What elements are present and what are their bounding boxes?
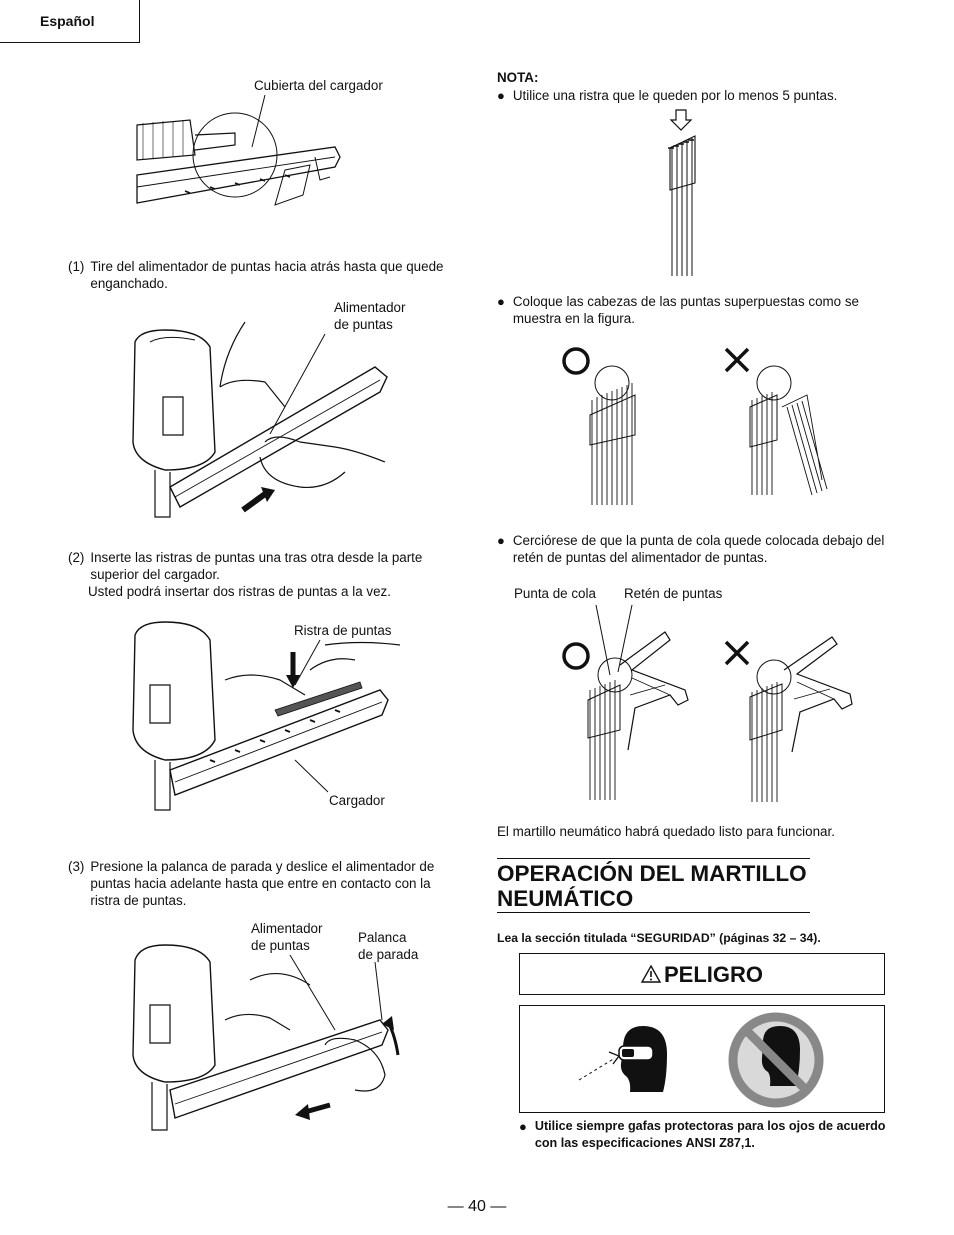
fig3-label-magazine: Cargador	[329, 793, 385, 808]
bullet-3-text: Cerciórese de que la punta de cola quede…	[512, 533, 885, 565]
read-section-note: Lea la sección titulada “SEGURIDAD” (pág…	[497, 931, 821, 945]
fig2-label-line2: de puntas	[334, 317, 393, 332]
safety-pictogram-box	[519, 1005, 885, 1113]
language-tab: Español	[0, 0, 140, 43]
correct-circle-o-icon	[564, 349, 588, 373]
fig3-nailer-insert-strip-illustration	[130, 620, 400, 820]
fig4-nailer-slide-feeder-illustration	[130, 940, 410, 1140]
wrong-retainer-illustration	[722, 632, 857, 802]
step-3: (3) Presione la palanca de parada y desl…	[68, 858, 458, 909]
step-2-extra: Usted podrá insertar dos ristras de punt…	[88, 584, 391, 599]
fig4-label-feeder-line2: de puntas	[251, 938, 310, 953]
danger-label: PELIGRO	[663, 961, 763, 987]
correct-retainer-illustration	[560, 600, 695, 800]
safety-glasses-required-icon	[575, 1026, 667, 1092]
danger-box: PELIGRO	[519, 953, 885, 995]
step-3-number: (3)	[68, 859, 85, 874]
wrong-x-mark-icon	[726, 642, 748, 664]
correct-overlap-illustration	[560, 345, 640, 505]
fig2-label-line1: Alimentador	[334, 300, 406, 315]
fig-label-tail-nail: Punta de cola	[514, 586, 596, 601]
bullet-2-text: Coloque las cabezas de las puntas superp…	[512, 294, 859, 326]
step-3-text: Presione la palanca de parada y deslice …	[90, 859, 435, 908]
nail-strip-min-5-illustration	[668, 108, 710, 276]
section-heading-line2: NEUMÁTICO	[497, 886, 634, 911]
bullet-3: ● Cerciórese de que la punta de cola que…	[497, 532, 897, 566]
step-1-text: Tire del alimentador de puntas hacia atr…	[90, 259, 444, 291]
step-2-number: (2)	[68, 550, 85, 565]
fig3-label-nail-strip: Ristra de puntas	[294, 623, 392, 638]
page-number: — 40 —	[447, 1198, 507, 1215]
bullet-icon: ●	[497, 88, 505, 103]
fig1-magazine-illustration	[135, 95, 345, 230]
section-heading-line1: OPERACIÓN DEL MARTILLO	[497, 861, 807, 886]
wrong-x-mark-icon	[726, 349, 748, 371]
bullet-icon: ●	[497, 533, 505, 548]
bullet-1-text: Utilice una ristra que le queden por lo …	[512, 88, 838, 103]
nota-title: NOTA:	[497, 70, 539, 85]
step-2: (2) Inserte las ristras de puntas una tr…	[68, 549, 448, 583]
correct-circle-o-icon	[564, 644, 588, 668]
warning-triangle-icon	[641, 965, 661, 983]
fig4-label-stop-lever-line1: Palanca	[358, 930, 407, 945]
wrong-overlap-illustration	[722, 345, 827, 500]
safety-bullet-text: Utilice siempre gafas protectoras para l…	[534, 1119, 886, 1150]
bullet-icon: ●	[497, 294, 505, 309]
step-1-number: (1)	[68, 259, 85, 274]
fig-label-nail-retainer: Retén de puntas	[624, 586, 723, 601]
step-1: (1) Tire del alimentador de puntas hacia…	[68, 258, 448, 292]
bullet-1: ● Utilice una ristra que le queden por l…	[497, 87, 897, 104]
ready-text: El martillo neumático habrá quedado list…	[497, 824, 835, 839]
section-heading: OPERACIÓN DEL MARTILLO NEUMÁTICO	[497, 858, 810, 913]
fig4-label-stop-lever-line2: de parada	[358, 947, 419, 962]
fig1-label-magazine-cover: Cubierta del cargador	[254, 78, 383, 93]
fig4-label-feeder-line1: Alimentador	[251, 921, 323, 936]
step-2-text: Inserte las ristras de puntas una tras o…	[90, 550, 423, 582]
bullet-2: ● Coloque las cabezas de las puntas supe…	[497, 293, 897, 327]
safety-bullet: ● Utilice siempre gafas protectoras para…	[519, 1118, 889, 1152]
bullet-icon: ●	[519, 1119, 527, 1134]
no-unprotected-eyes-prohibition-icon	[728, 1012, 824, 1108]
fig2-nailer-pull-feeder-illustration	[125, 322, 405, 532]
